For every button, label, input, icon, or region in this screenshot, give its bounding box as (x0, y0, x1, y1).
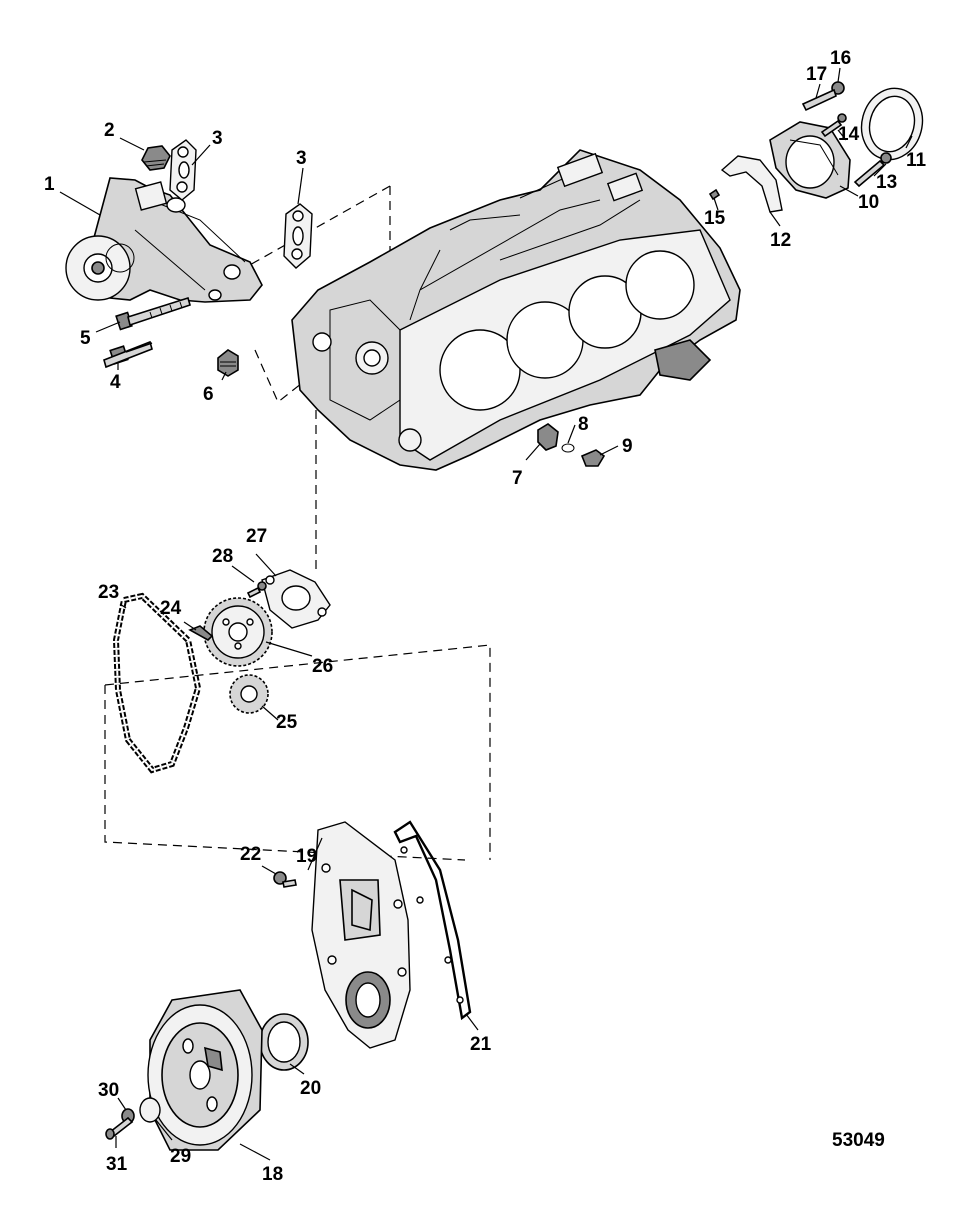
callout-25: 25 (276, 712, 298, 733)
callout-12: 12 (770, 230, 791, 251)
bolt-28 (246, 581, 267, 599)
callout-3-upper: 3 (212, 128, 223, 149)
callout-8: 8 (578, 414, 589, 435)
rear-seal-11 (860, 87, 924, 161)
dowel-15 (708, 188, 721, 201)
stud-4 (103, 340, 153, 369)
callout-7: 7 (512, 468, 523, 489)
callout-20: 20 (300, 1078, 321, 1099)
rear-seal-retainer-10 (769, 121, 851, 199)
callout-labels: 1 2 3 3 4 5 6 7 8 9 10 11 12 13 14 15 16… (44, 48, 927, 1185)
callout-24: 24 (160, 598, 182, 619)
callout-16: 16 (830, 48, 851, 69)
callout-3-lower: 3 (296, 148, 307, 169)
camshaft-sprocket-26 (203, 597, 273, 667)
callout-6: 6 (203, 384, 214, 405)
bolt-5 (115, 296, 191, 331)
engine-block (291, 149, 741, 471)
harmonic-balancer-18 (147, 989, 263, 1151)
bolt-14 (820, 113, 847, 138)
pipe-plug (141, 145, 171, 171)
callout-1: 1 (44, 174, 55, 195)
o-ring-8 (561, 443, 575, 453)
callout-27: 27 (246, 526, 267, 547)
callout-5: 5 (80, 328, 91, 349)
leader-lines (59, 67, 913, 1161)
callout-28: 28 (212, 546, 233, 567)
callout-4: 4 (110, 372, 121, 393)
water-pump-gasket-upper (169, 139, 197, 201)
callout-31: 31 (106, 1154, 128, 1175)
callout-22: 22 (240, 844, 261, 865)
crankshaft-sprocket-25 (229, 674, 269, 714)
callout-21: 21 (470, 1034, 492, 1055)
callout-11: 11 (906, 150, 927, 171)
cylinder-bores (439, 250, 695, 411)
water-pump-gasket-lower (283, 203, 313, 269)
callout-29: 29 (170, 1146, 191, 1167)
callout-18: 18 (262, 1164, 283, 1185)
gasket-12 (720, 155, 783, 213)
timing-chain-23 (112, 592, 202, 774)
callout-17: 17 (806, 64, 827, 85)
callout-23: 23 (98, 582, 119, 603)
stud-17 (801, 88, 837, 112)
drain-valve-9 (580, 449, 606, 467)
callout-15: 15 (704, 208, 726, 229)
bolt-13 (853, 152, 892, 188)
callout-9: 9 (622, 436, 633, 457)
callout-2: 2 (104, 120, 115, 141)
figure-id: 53049 (832, 1130, 885, 1151)
bolt-22 (273, 871, 297, 888)
water-pump (65, 177, 263, 303)
callout-26: 26 (312, 656, 333, 677)
callout-10: 10 (858, 192, 879, 213)
callout-13: 13 (876, 172, 897, 193)
callout-30: 30 (98, 1080, 119, 1101)
timing-cover-19 (311, 821, 411, 1049)
fitting-6 (217, 349, 239, 377)
camshaft-thrust-plate-27 (261, 569, 331, 629)
timing-cover-gasket-21 (393, 820, 472, 1021)
drain-plug-7 (537, 423, 559, 451)
washer-29 (139, 1097, 161, 1123)
front-seal-20 (259, 1013, 309, 1071)
bolt-31 (105, 1116, 134, 1140)
callout-19: 19 (296, 846, 317, 867)
callout-14: 14 (838, 124, 860, 145)
